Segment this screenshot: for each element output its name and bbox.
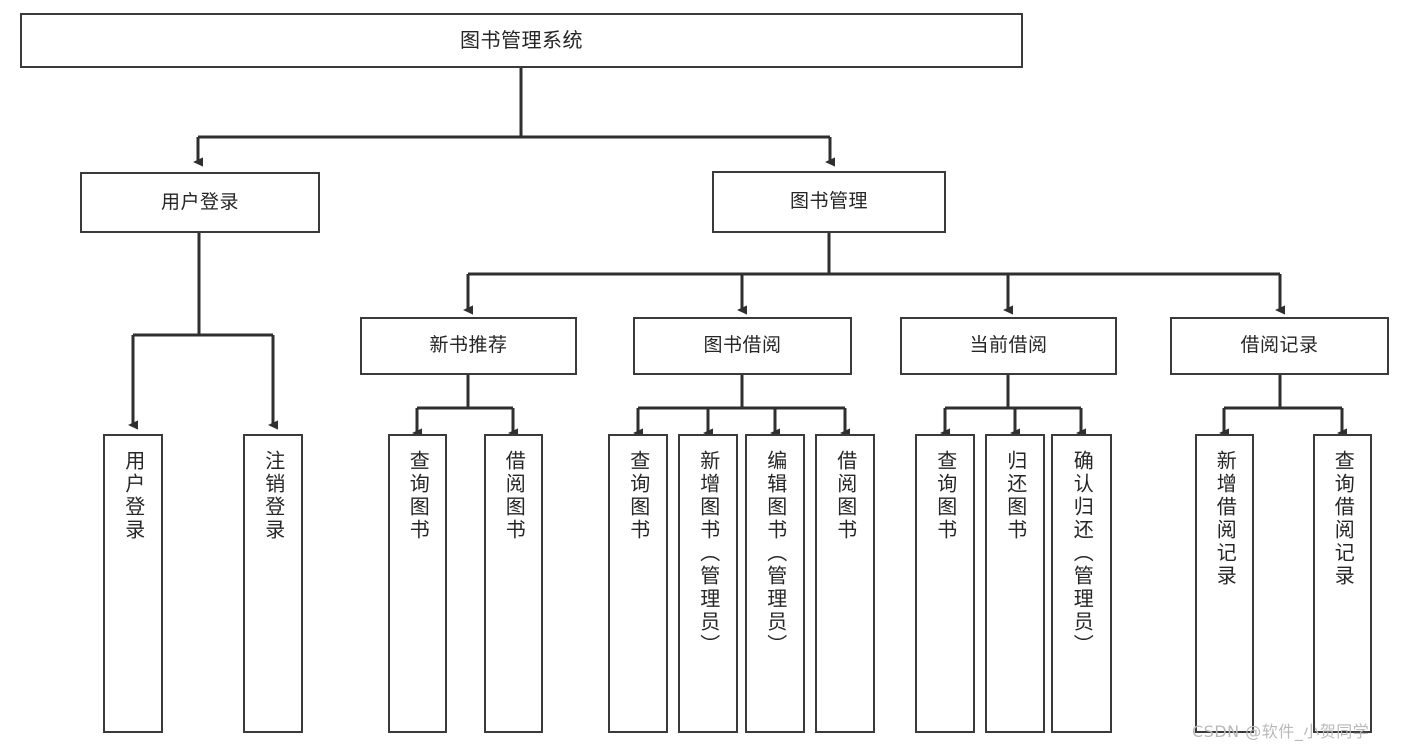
node-label: 查询借阅记录 [1331, 450, 1356, 588]
leaf-return-book[interactable]: 归还图书 [985, 434, 1045, 733]
node-label: 查询图书 [626, 450, 651, 542]
leaf-logout[interactable]: 注销登录 [243, 434, 303, 733]
node-label: 当前借阅 [969, 334, 1048, 357]
node-user-login[interactable]: 用户登录 [80, 172, 320, 233]
leaf-query-borrow-record[interactable]: 查询借阅记录 [1313, 434, 1372, 733]
leaf-query-book-current[interactable]: 查询图书 [915, 434, 975, 733]
leaf-borrow-book-new[interactable]: 借阅图书 [484, 434, 543, 733]
node-label: 查询图书 [406, 450, 431, 542]
leaf-query-book-borrow[interactable]: 查询图书 [608, 434, 668, 733]
node-label: 新增借阅记录 [1213, 450, 1238, 588]
leaf-confirm-return-admin[interactable]: 确认归还（管理员） [1051, 434, 1112, 733]
node-label: 确认归还（管理员） [1070, 450, 1095, 657]
node-label: 图书管理系统 [460, 28, 583, 53]
node-root-book-management-system[interactable]: 图书管理系统 [20, 13, 1023, 68]
leaf-user-login[interactable]: 用户登录 [103, 434, 163, 733]
leaf-add-borrow-record[interactable]: 新增借阅记录 [1195, 434, 1254, 733]
node-label: 借阅记录 [1240, 334, 1319, 357]
leaf-borrow-book[interactable]: 借阅图书 [815, 434, 875, 733]
leaf-add-book-admin[interactable]: 新增图书（管理员） [678, 434, 738, 733]
node-label: 新增图书（管理员） [696, 450, 721, 657]
node-book-management[interactable]: 图书管理 [712, 171, 946, 233]
node-label: 图书管理 [789, 190, 868, 213]
node-label: 新书推荐 [429, 334, 508, 357]
node-current-borrowing[interactable]: 当前借阅 [900, 317, 1117, 375]
csdn-watermark: CSDN @软件_小贺同学 [1192, 722, 1370, 741]
leaf-query-book-new[interactable]: 查询图书 [388, 434, 447, 733]
node-label: 编辑图书（管理员） [763, 450, 788, 657]
node-book-borrowing[interactable]: 图书借阅 [633, 317, 852, 375]
node-label: 借阅图书 [502, 450, 527, 542]
leaf-edit-book-admin[interactable]: 编辑图书（管理员） [745, 434, 805, 733]
node-borrowing-record[interactable]: 借阅记录 [1170, 317, 1389, 375]
node-label: 图书借阅 [703, 334, 782, 357]
node-label: 注销登录 [261, 450, 286, 542]
node-label: 借阅图书 [833, 450, 858, 542]
node-label: 用户登录 [121, 450, 146, 542]
node-label: 用户登录 [160, 190, 239, 213]
node-label: 查询图书 [933, 450, 958, 542]
node-label: 归还图书 [1003, 450, 1028, 542]
node-new-book-recommendation[interactable]: 新书推荐 [360, 317, 577, 375]
